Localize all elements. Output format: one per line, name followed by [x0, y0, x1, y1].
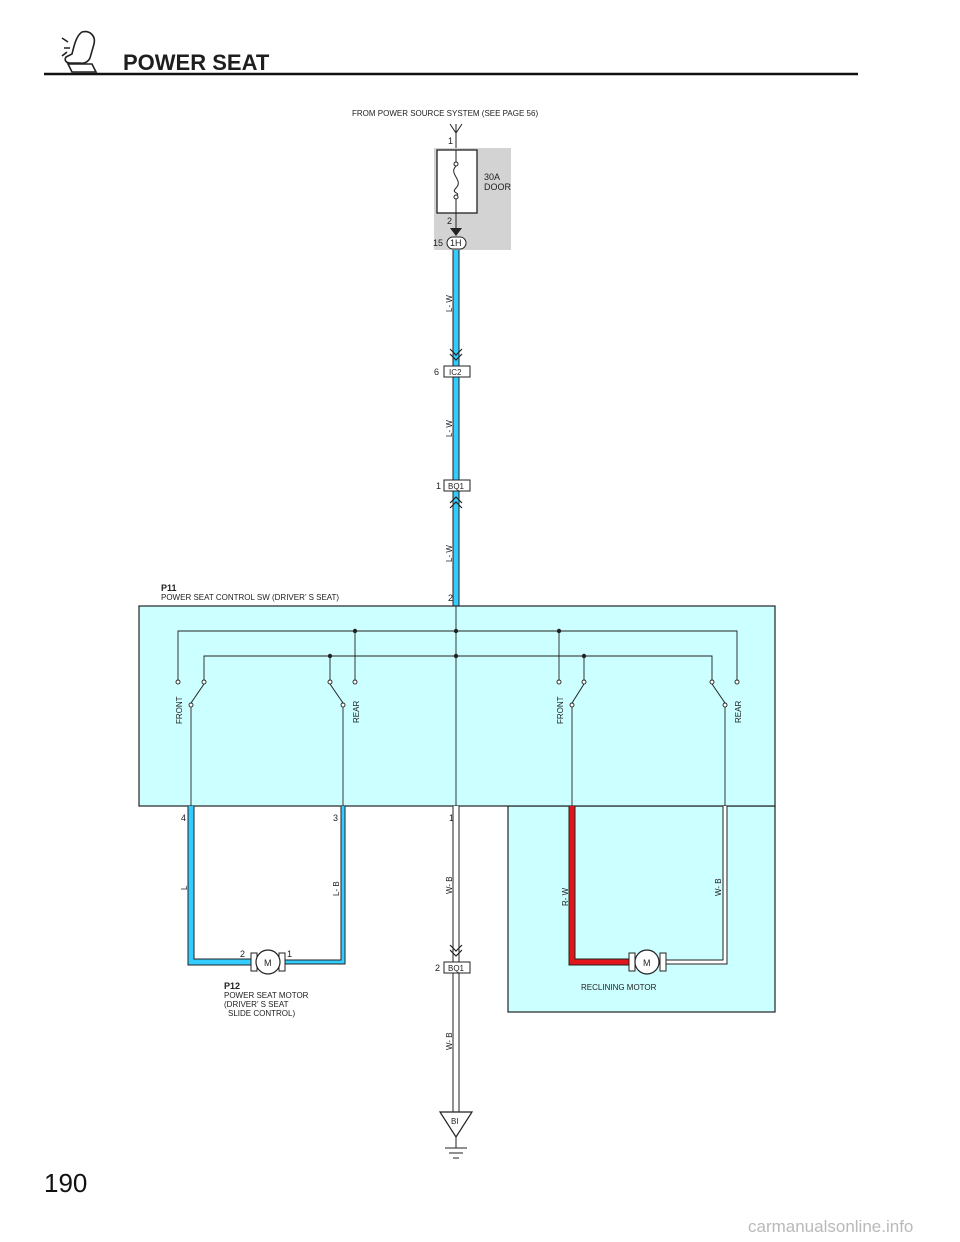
ground-point: BI [438, 1111, 474, 1139]
ground-icon [445, 1137, 467, 1159]
connector-bq1-top-pin: 1 [436, 481, 441, 491]
switch-contact-right-front [556, 679, 587, 806]
switch-pos-rear-left: REAR [352, 701, 361, 723]
wire-label-lb: L- B [332, 881, 341, 896]
connector-1h: 1H [446, 236, 467, 250]
slide-motor-name-3: SLIDE CONTROL) [228, 1009, 295, 1018]
wire-label-wb-1: W- B [445, 876, 454, 894]
watermark: carmanualsonline.info [748, 1217, 913, 1236]
switch-pin-1: 1 [449, 813, 454, 823]
wire-label-lw-2: L- W [445, 420, 454, 437]
connector-1h-id: 1H [450, 238, 462, 248]
connector-ic2-pin: 6 [434, 367, 439, 377]
switch-code: P11 [161, 583, 177, 593]
power-seat-control-switch [138, 605, 776, 807]
wire-label-lw-3: L- W [445, 545, 454, 562]
wire-label-wb-3: W- B [445, 1032, 454, 1050]
wire-lb [285, 806, 346, 965]
wire-l [187, 806, 254, 966]
connector-ic2-id: IC2 [449, 368, 462, 377]
fuse-pin-out: 2 [447, 216, 452, 226]
slide-motor-pin-left: 2 [240, 949, 245, 959]
connector-1h-pin: 15 [433, 238, 443, 248]
recline-motor-area [507, 805, 776, 1013]
recline-motor-m: M [643, 958, 651, 968]
connector-bq1-top: BQ1 [443, 479, 471, 509]
slide-motor-name-1: POWER SEAT MOTOR [224, 991, 309, 1000]
recline-motor-symbol: M [628, 949, 667, 975]
wire-label-wb-2: W- B [714, 878, 723, 896]
switch-pos-rear-right: REAR [734, 701, 743, 723]
switch-pos-front-right: FRONT [556, 696, 565, 724]
connector-bq1-bottom-pin: 2 [435, 963, 440, 973]
slide-motor-code: P12 [224, 981, 240, 991]
wire-label-l: L [180, 885, 189, 890]
power-source-label: FROM POWER SOURCE SYSTEM (SEE PAGE 56) [352, 109, 538, 118]
ground-id: BI [451, 1117, 459, 1126]
fuse-rating: 30A [484, 172, 500, 182]
slide-motor-pin-right: 1 [287, 949, 292, 959]
connector-bq1-top-id: BQ1 [448, 482, 465, 491]
connector-bq1-bottom: BQ1 [443, 944, 471, 974]
slide-motor-name-2: (DRIVER’ S SEAT [224, 1000, 289, 1009]
junction-terminal-marker [450, 228, 462, 236]
switch-pin-top: 2 [448, 593, 453, 603]
page-title: POWER SEAT [123, 50, 270, 75]
page-number: 190 [44, 1168, 87, 1198]
switch-pos-front-left: FRONT [175, 696, 184, 724]
switch-pin-4: 4 [181, 813, 186, 823]
slide-motor-m: M [264, 958, 272, 968]
switch-contact-left-front [175, 679, 207, 806]
fuse-symbol [453, 150, 459, 228]
fuse-pin-in: 1 [448, 136, 453, 146]
fuse-name: DOOR [484, 182, 512, 192]
switch-contact-right-rear [709, 679, 740, 806]
recline-motor-name: RECLINING MOTOR [581, 983, 657, 992]
wire-rw [568, 806, 632, 966]
fuse-frame [436, 149, 478, 214]
switch-contact-left-rear [327, 679, 358, 806]
wire-label-rw: R- W [561, 887, 570, 906]
connector-ic2: IC2 [443, 348, 471, 378]
wire-label-lw-1: L- W [445, 295, 454, 312]
switch-name: POWER SEAT CONTROL SW (DRIVER’ S SEAT) [161, 593, 339, 602]
switch-junction-dots [327, 628, 587, 659]
connector-bq1-bottom-id: BQ1 [448, 964, 465, 973]
power-seat-icon [61, 30, 98, 73]
wire-wb-recline [663, 806, 728, 965]
switch-pin-3: 3 [333, 813, 338, 823]
slide-motor-symbol: M [250, 949, 286, 975]
